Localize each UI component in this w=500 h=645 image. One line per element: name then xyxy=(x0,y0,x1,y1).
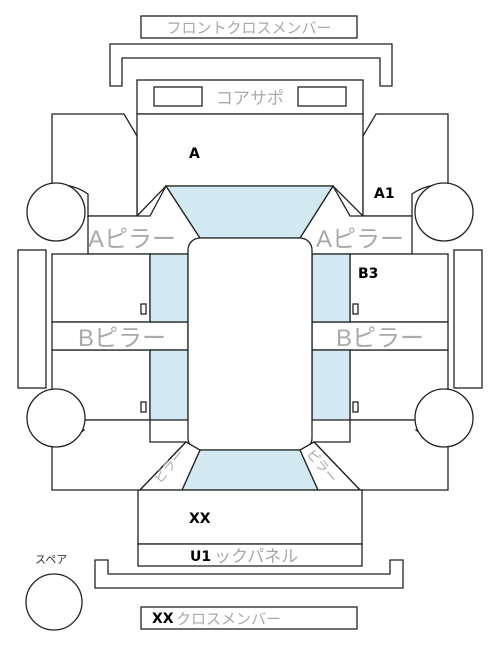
back-panel-box[interactable] xyxy=(137,543,363,567)
b-pillar-left[interactable] xyxy=(51,321,189,351)
left-rear-window[interactable] xyxy=(149,349,189,421)
left-front-door[interactable] xyxy=(51,253,151,323)
hood-mark: A xyxy=(189,146,200,162)
a-pillar-right-label: Aピラー xyxy=(316,226,404,253)
front-bumper[interactable] xyxy=(109,43,393,87)
trunk[interactable] xyxy=(137,489,363,545)
left-front-door-handle xyxy=(140,303,147,315)
front-right-wheel[interactable] xyxy=(414,182,474,242)
right-rear-window[interactable] xyxy=(311,349,351,421)
right-front-door-handle xyxy=(352,303,359,315)
rear-cross-member-box[interactable] xyxy=(140,606,358,630)
right-front-door-mark: B3 xyxy=(358,266,378,282)
right-front-door[interactable] xyxy=(349,253,449,323)
front-cross-member-box[interactable] xyxy=(140,15,358,39)
core-support-label: コアサポ xyxy=(216,89,284,108)
right-rear-door-handle xyxy=(352,401,359,413)
left-side-step[interactable] xyxy=(17,249,47,389)
rear-left-wheel[interactable] xyxy=(26,388,86,448)
b-pillar-right[interactable] xyxy=(311,321,449,351)
headlight-left[interactable] xyxy=(153,86,203,107)
rear-window[interactable] xyxy=(180,449,320,491)
a-pillar-left-label: Aピラー xyxy=(88,226,176,253)
b-pillar-left-label: Bピラー xyxy=(78,325,166,352)
roof[interactable] xyxy=(187,237,313,451)
back-panel-label: ックパネル xyxy=(214,547,298,566)
rear-right-wheel[interactable] xyxy=(414,388,474,448)
front-cross-member-label: フロントクロスメンバー xyxy=(166,20,331,37)
rear-bumper[interactable] xyxy=(94,559,404,589)
back-panel-mark: U1 xyxy=(190,549,211,565)
rear-cross-member-mark: XX xyxy=(152,611,174,627)
left-rear-door-handle xyxy=(140,401,147,413)
trunk-mark: XX xyxy=(189,511,211,527)
spare-label: スペア xyxy=(35,553,67,566)
b-pillar-right-label: Bピラー xyxy=(336,325,424,352)
spare-tire[interactable] xyxy=(25,573,83,631)
left-front-window[interactable] xyxy=(149,253,189,323)
right-side-step[interactable] xyxy=(453,249,483,389)
front-left-wheel[interactable] xyxy=(26,182,86,242)
front-right-fender-mark: A1 xyxy=(374,186,395,202)
rear-cross-member-label: クロスメンバー xyxy=(176,611,281,628)
headlight-right[interactable] xyxy=(297,86,347,107)
right-front-window[interactable] xyxy=(311,253,351,323)
